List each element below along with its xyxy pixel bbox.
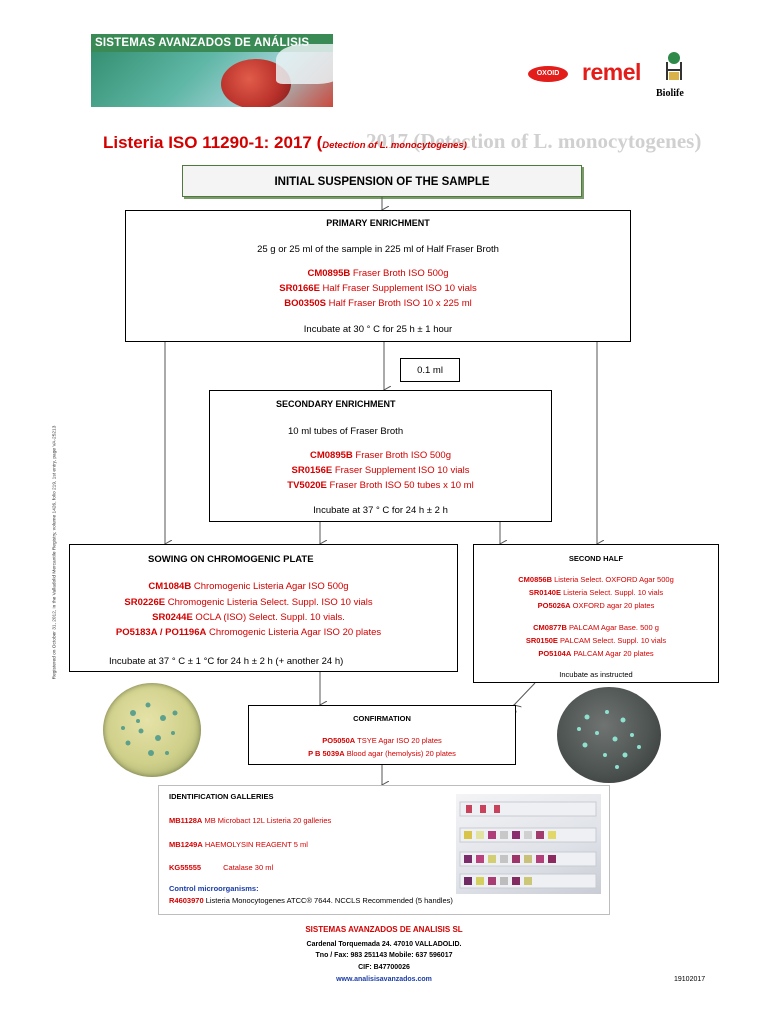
second-half-item: PO5026A OXFORD agar 20 plates bbox=[537, 601, 655, 610]
oxoid-logo: OXOID bbox=[528, 66, 568, 82]
second-half-item: SR0140E Listeria Select. Suppl. 10 vials bbox=[528, 588, 664, 597]
registration-side-note: Registered on October 31, 2012, in the V… bbox=[52, 425, 58, 680]
secondary-item: SR0156E Fraser Supplement ISO 10 vials bbox=[291, 465, 470, 476]
confirmation-item: PO5050A TSYE Agar ISO 20 plates bbox=[322, 736, 442, 745]
second-half-item: PO5104A PALCAM Agar 20 plates bbox=[538, 649, 654, 658]
secondary-title: SECONDARY ENRICHMENT bbox=[276, 399, 396, 409]
footer-phone: Tno / Fax: 983 251143 Mobile: 637 596017 bbox=[315, 952, 453, 959]
control-microorganisms-label: Control microorganisms: bbox=[169, 884, 259, 893]
footer-date: 19102017 bbox=[674, 976, 706, 983]
footer-cif: CIF: B47700026 bbox=[358, 964, 410, 971]
identification-galleries-box: IDENTIFICATION GALLERIES MB1128A MB Micr… bbox=[158, 785, 610, 915]
gloved-hand-photo bbox=[276, 44, 333, 84]
biolife-label: Biolife bbox=[656, 88, 684, 99]
sowing-item: PO5183A / PO1196A Chromogenic Listeria A… bbox=[115, 627, 382, 638]
footer-company: SISTEMAS AVANZADOS DE ANALISIS SL bbox=[305, 925, 463, 934]
sowing-item: SR0244E OCLA (ISO) Select. Suppl. 10 via… bbox=[152, 612, 345, 623]
second-half-title: SECOND HALF bbox=[568, 554, 624, 563]
secondary-incubation: Incubate at 37 ° C for 24 h ± 2 h bbox=[313, 505, 448, 516]
secondary-enrichment-box: SECONDARY ENRICHMENT 10 ml tubes of Fras… bbox=[209, 390, 552, 522]
primary-title: PRIMARY ENRICHMENT bbox=[326, 218, 430, 228]
transfer-volume-box: 0.1 ml bbox=[400, 358, 460, 382]
remel-logo: remel bbox=[582, 59, 641, 85]
primary-item: BO0350S Half Fraser Broth ISO 10 x 225 m… bbox=[284, 298, 472, 309]
sowing-incubation: Incubate at 37 ° C ± 1 °C for 24 h ± 2 h… bbox=[109, 656, 344, 667]
palcam-plate-photo bbox=[557, 687, 661, 783]
sowing-title: SOWING ON CHROMOGENIC PLATE bbox=[148, 554, 314, 565]
primary-description: 25 g or 25 ml of the sample in 225 ml of… bbox=[257, 244, 499, 255]
confirmation-item: P B 5039A Blood agar (hemolysis) 20 plat… bbox=[308, 749, 456, 758]
chromogenic-plate-photo bbox=[103, 683, 201, 777]
initial-suspension-label: INITIAL SUSPENSION OF THE SAMPLE bbox=[274, 176, 490, 188]
page-title: Listeria ISO 11290-1: 2017 (Detection of… bbox=[103, 133, 467, 153]
banner-title-strip: SISTEMAS AVANZADOS DE ANÁLISIS bbox=[91, 34, 333, 52]
footer-address: Cardenal Torquemada 24. 47010 VALLADOLID… bbox=[306, 941, 462, 948]
galleries-title: IDENTIFICATION GALLERIES bbox=[169, 792, 274, 801]
confirmation-title: CONFIRMATION bbox=[353, 714, 411, 723]
second-half-item: SR0150E PALCAM Select. Suppl. 10 vials bbox=[525, 636, 667, 645]
sowing-box: SOWING ON CHROMOGENIC PLATE CM1084B Chro… bbox=[69, 544, 458, 672]
secondary-item: CM0895B Fraser Broth ISO 500g bbox=[310, 450, 451, 461]
control-microorganism-item: R4603970 Listeria Monocytogenes ATCC® 76… bbox=[169, 896, 453, 905]
microbact-gallery-photo bbox=[456, 794, 601, 894]
title-detection: Detection of L. monocytogenes) bbox=[322, 140, 467, 151]
title-ghost: 2017 (Detection of L. monocytogenes) bbox=[366, 129, 702, 153]
primary-incubation: Incubate at 30 ° C for 25 h ± 1 hour bbox=[303, 324, 453, 335]
primary-enrichment-box: PRIMARY ENRICHMENT 25 g or 25 ml of the … bbox=[125, 210, 631, 342]
sowing-item: CM1084B Chromogenic Listeria Agar ISO 50… bbox=[148, 581, 349, 592]
secondary-item: TV5020E Fraser Broth ISO 50 tubes x 10 m… bbox=[287, 480, 474, 491]
secondary-description: 10 ml tubes of Fraser Broth bbox=[288, 426, 404, 437]
confirmation-box: CONFIRMATION PO5050A TSYE Agar ISO 20 pl… bbox=[248, 705, 516, 765]
gallery-item: MB1128A MB Microbact 12L Listeria 20 gal… bbox=[169, 816, 332, 825]
initial-suspension-box: INITIAL SUSPENSION OF THE SAMPLE bbox=[182, 165, 582, 197]
footer-website-link[interactable]: www.analisisavanzados.com bbox=[336, 976, 432, 983]
gallery-item: MB1249A HAEMOLYSIN REAGENT 5 ml bbox=[169, 840, 308, 849]
second-half-incubation: Incubate as instructed bbox=[559, 670, 633, 679]
second-half-item: CM0856B Listeria Select. OXFORD Agar 500… bbox=[518, 575, 674, 584]
header-banner: SISTEMAS AVANZADOS DE ANÁLISIS bbox=[91, 34, 333, 107]
primary-item: CM0895B Fraser Broth ISO 500g bbox=[307, 268, 449, 279]
second-half-item: CM0877B PALCAM Agar Base. 500 g bbox=[533, 623, 659, 632]
title-main: Listeria ISO 11290-1: 2017 ( bbox=[103, 133, 323, 152]
second-half-box: SECOND HALF CM0856B Listeria Select. OXF… bbox=[473, 544, 719, 683]
sowing-item: SR0226E Chromogenic Listeria Select. Sup… bbox=[124, 597, 373, 608]
transfer-volume: 0.1 ml bbox=[417, 365, 443, 376]
biolife-logo-icon bbox=[661, 50, 687, 84]
primary-item: SR0166E Half Fraser Supplement ISO 10 vi… bbox=[279, 283, 477, 294]
